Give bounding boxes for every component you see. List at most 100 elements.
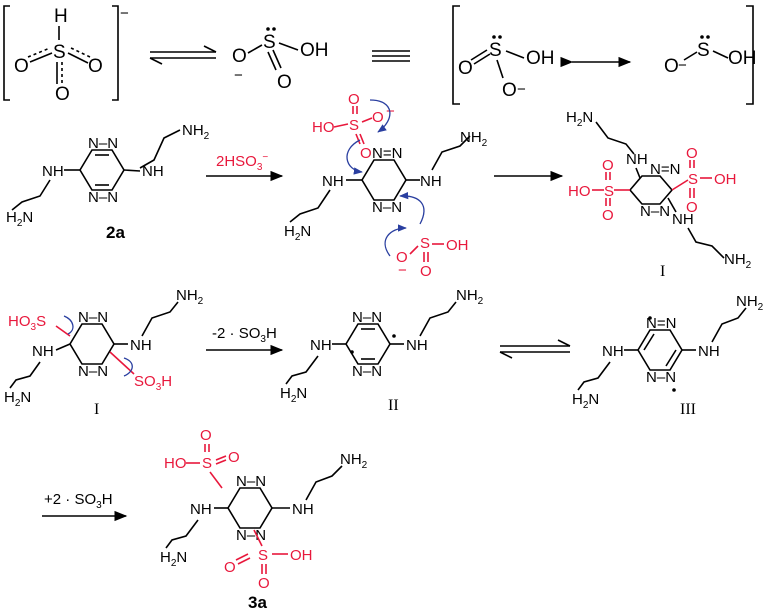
sulfite-oh: OH [300, 40, 329, 61]
svg-text:N=N: N=N [650, 161, 680, 178]
mid-oh: OH [446, 237, 469, 254]
I-nh-top: NH [626, 151, 648, 168]
svg-text:O: O [420, 263, 432, 280]
3a-nh2-top: NH2 [340, 451, 368, 471]
resonance-structure-a: O S OH O − [458, 35, 555, 101]
svg-text:O: O [686, 145, 698, 162]
svg-text:N–N: N–N [352, 309, 382, 326]
I3-nh-left: NH [32, 343, 54, 360]
3a-nh-right: NH [292, 501, 314, 518]
intermediate-attack: HO S O O − O N=N N–N NH NH2 NH H2N O − S… [284, 91, 488, 280]
svg-text:N–N: N–N [640, 203, 670, 220]
bisulfite-o-right: O [88, 56, 103, 77]
svg-text:−: − [398, 262, 407, 279]
bisulfite-o-bottom: O [55, 84, 70, 105]
III-nh-left: NH [602, 343, 624, 360]
sulfite-minus: − [234, 67, 243, 84]
I-nh-bottom: NH [672, 211, 694, 228]
compound-III: N=N N–N NH H2N NH NH2 III [572, 293, 764, 418]
mid-ho: HO [312, 119, 335, 136]
svg-text:N–N: N–N [78, 363, 108, 380]
svg-text:N–N: N–N [646, 369, 676, 386]
2a-h2n: H2N [6, 209, 33, 229]
III-nh2-top: NH2 [736, 293, 764, 313]
2a-n: N–N [88, 135, 118, 152]
mid-nh-right: NH [420, 173, 442, 190]
arrow-hso3: 2HSO3− [206, 152, 284, 182]
svg-text:S: S [202, 455, 212, 472]
svg-text:O: O [686, 199, 698, 216]
3a-h2n: H2N [160, 549, 187, 569]
res-a-s: S [489, 40, 502, 61]
3a-nh-left: NH [190, 501, 212, 518]
arrow-minus-so3h: -2 · SO3H [206, 325, 284, 356]
svg-text:−: − [386, 103, 395, 120]
I-ho-left: HO [568, 183, 591, 200]
II-nh2-top: NH2 [456, 287, 484, 307]
I3-so3h: SO3H [134, 373, 172, 393]
I3-ho3s: HO3S [8, 313, 46, 333]
label-II: II [388, 397, 399, 414]
res-b-s: S [697, 40, 710, 61]
svg-text:O: O [200, 427, 212, 444]
bisulfite-o-left: O [14, 56, 29, 77]
svg-text:N–N: N–N [236, 527, 266, 544]
svg-text:N–N: N–N [78, 309, 108, 326]
II-h2n: H2N [280, 385, 307, 405]
reagent-minus-2so3h: -2 · SO3H [212, 325, 277, 345]
bisulfite-bracket-structure: − H S O O O [3, 5, 129, 105]
reagent-hso3: 2HSO3− [216, 152, 268, 173]
reagent-plus-2so3h: +2 · SO3H [44, 491, 113, 511]
resonance-structure-b: O − S OH [664, 35, 757, 77]
svg-text:O: O [258, 575, 270, 592]
2a-nh2-top: NH2 [182, 122, 210, 142]
label-I-row2: I [660, 263, 665, 280]
3a-oh: OH [290, 547, 313, 564]
bisulfite-h: H [54, 6, 68, 27]
svg-text:O: O [228, 449, 240, 466]
svg-text:O: O [224, 559, 236, 576]
bisulfite-charge: − [120, 5, 129, 22]
sulfite-acid-structure: O − S OH O [232, 27, 329, 93]
svg-text:N=N: N=N [646, 315, 676, 332]
I-nh2-bottom: NH2 [724, 251, 752, 271]
sulfite-s: S [263, 32, 276, 53]
res-a-o-bottom: O [502, 80, 517, 101]
2a-nh-left: NH [42, 163, 64, 180]
svg-text:N–N: N–N [352, 363, 382, 380]
I3-nh-right: NH [130, 337, 152, 354]
I3-nh2-top: NH2 [176, 287, 204, 307]
svg-text:N=N: N=N [372, 145, 402, 162]
equilibrium-arrow-1 [149, 45, 217, 65]
svg-text:N–N: N–N [372, 199, 402, 216]
svg-text:O: O [348, 91, 360, 108]
sulfite-o-minus: O [232, 46, 247, 67]
II-nh-left: NH [310, 337, 332, 354]
I3-h2n: H2N [4, 389, 31, 409]
res-a-minus: − [517, 81, 526, 98]
I-h2n-top: H2N [566, 109, 593, 129]
res-a-oh: OH [526, 48, 555, 69]
compound-2a: NH2 NH N–N N–N NH H2N 2a [6, 122, 210, 242]
equivalence-sign [372, 50, 410, 62]
3a-ho: HO [164, 455, 187, 472]
mid-s-bottom: S [420, 235, 430, 252]
mid-nh-left: NH [322, 173, 344, 190]
sulfite-o-bottom: O [277, 72, 292, 93]
svg-text:O: O [602, 157, 614, 174]
II-nh-right: NH [406, 337, 428, 354]
mid-s-top: S [349, 117, 359, 134]
svg-text:S: S [688, 171, 698, 188]
equilibrium-arrow-2 [499, 339, 571, 359]
compound-II: N–N N–N NH H2N NH NH2 II [280, 287, 484, 414]
res-b-o-minus: O [664, 56, 679, 77]
compound-I-row3: HO3S N–N N–N NH H2N NH NH2 SO3H I [4, 287, 204, 418]
res-b-minus: − [678, 57, 687, 74]
svg-text:O: O [602, 207, 614, 224]
2a-nh-right: NH [142, 163, 164, 180]
svg-text:O: O [396, 249, 408, 266]
svg-text:N–N: N–N [88, 189, 118, 206]
label-III: III [680, 401, 696, 418]
compound-3a: HO S O O N–N N–N NH H2N NH NH2 S OH O O … [160, 427, 368, 612]
